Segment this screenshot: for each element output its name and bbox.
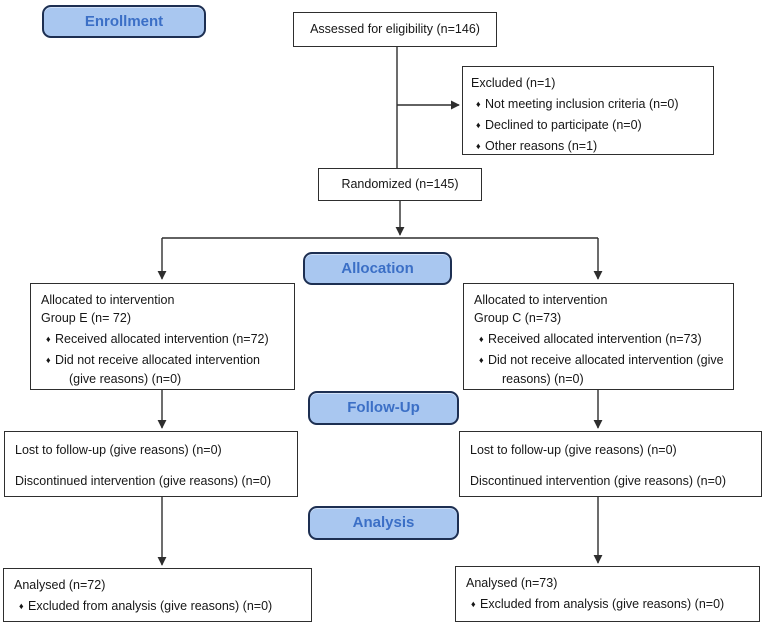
header-line: Allocated to intervention [474, 293, 608, 307]
bullet-item: ♦ Excluded from analysis (give reasons) (… [14, 597, 303, 615]
bullet-item: ♦ Did not receive allocated intervention … [474, 351, 725, 387]
bullet-text: Did not receive allocated intervention (… [488, 353, 724, 386]
bullet-item: ♦ Received allocated intervention (n=72) [41, 330, 286, 348]
stage-label-enrollment: Enrollment [42, 5, 206, 38]
diamond-bullet-icon: ♦ [46, 334, 51, 345]
diamond-bullet-icon: ♦ [476, 141, 481, 152]
followup-group-e-lines: Lost to follow-up (give reasons) (n=0) Di… [15, 441, 289, 490]
header-line: Group E (n= 72) [41, 311, 131, 326]
bullet-text: Excluded from analysis (give reasons) (n… [28, 599, 273, 614]
stage-label-followup: Follow-Up [308, 391, 459, 425]
excluded-bullet-list: ♦ Not meeting inclusion criteria (n=0) ♦ De… [471, 95, 703, 155]
bullet-text: Other reasons (n=1) [485, 139, 598, 154]
randomized-box: Randomized (n=145) [318, 168, 482, 201]
analysis-group-c-box: Analysed (n=73) ♦ Excluded from analysis … [455, 566, 760, 622]
bullet-text: Received allocated intervention (n=72) [55, 332, 269, 347]
analysis-group-e-bullet-list: ♦ Excluded from analysis (give reasons) (… [14, 597, 303, 615]
bullet-text: Declined to participate (n=0) [485, 118, 642, 133]
followup-group-c-box: Lost to follow-up (give reasons) (n=0) Di… [459, 431, 762, 497]
bullet-item: ♦ Did not receive allocated intervention … [41, 351, 286, 387]
randomized-text: Randomized (n=145) [341, 177, 459, 192]
allocation-group-c-bullet-list: ♦Received allocated intervention (n=73)♦… [474, 330, 725, 387]
stage-label-allocation: Allocation [303, 252, 452, 285]
allocation-group-e-bullet-list: ♦Received allocated intervention (n=72)♦… [41, 330, 286, 387]
diamond-bullet-icon: ♦ [479, 355, 484, 366]
assessed-eligibility-text: Assessed for eligibility (n=146) [310, 22, 480, 37]
bullet-text: Received allocated intervention (n=73) [488, 332, 702, 347]
analysis-group-e-title: Analysed (n=72) [14, 578, 106, 592]
diamond-bullet-icon: ♦ [479, 334, 484, 345]
followup-line: Lost to follow-up (give reasons) (n=0) [470, 443, 677, 457]
bullet-text: Did not receive allocated intervention (… [55, 353, 260, 386]
diamond-bullet-icon: ♦ [46, 355, 51, 366]
analysis-group-e-box: Analysed (n=72) ♦ Excluded from analysis … [3, 568, 312, 622]
followup-line: Lost to follow-up (give reasons) (n=0) [15, 443, 222, 457]
diamond-bullet-icon: ♦ [19, 601, 24, 612]
bullet-item: ♦ Other reasons (n=1) [471, 137, 703, 155]
stage-label-analysis: Analysis [308, 506, 459, 540]
bullet-text: Not meeting inclusion criteria (n=0) [485, 97, 679, 112]
followup-group-c-lines: Lost to follow-up (give reasons) (n=0) Di… [470, 441, 753, 490]
bullet-item: ♦ Excluded from analysis (give reasons) (… [466, 595, 751, 613]
header-line: Group C (n=73) [474, 311, 562, 326]
bullet-text: Excluded from analysis (give reasons) (n… [480, 597, 725, 612]
assessed-eligibility-box: Assessed for eligibility (n=146) [293, 12, 497, 47]
diamond-bullet-icon: ♦ [476, 99, 481, 110]
bullet-item: ♦ Declined to participate (n=0) [471, 116, 703, 134]
header-line: Allocated to intervention [41, 293, 175, 307]
bullet-item: ♦ Received allocated intervention (n=73) [474, 330, 725, 348]
followup-line: Discontinued intervention (give reasons)… [15, 474, 272, 489]
diamond-bullet-icon: ♦ [471, 599, 476, 610]
excluded-title: Excluded (n=1) [471, 76, 556, 90]
analysis-group-c-title: Analysed (n=73) [466, 576, 558, 590]
excluded-box: Excluded (n=1) ♦ Not meeting inclusion cr… [462, 66, 714, 155]
followup-line: Discontinued intervention (give reasons)… [470, 474, 727, 489]
analysis-group-c-bullet-list: ♦ Excluded from analysis (give reasons) (… [466, 595, 751, 613]
bullet-item: ♦ Not meeting inclusion criteria (n=0) [471, 95, 703, 113]
diamond-bullet-icon: ♦ [476, 120, 481, 131]
followup-group-e-box: Lost to follow-up (give reasons) (n=0) Di… [4, 431, 298, 497]
